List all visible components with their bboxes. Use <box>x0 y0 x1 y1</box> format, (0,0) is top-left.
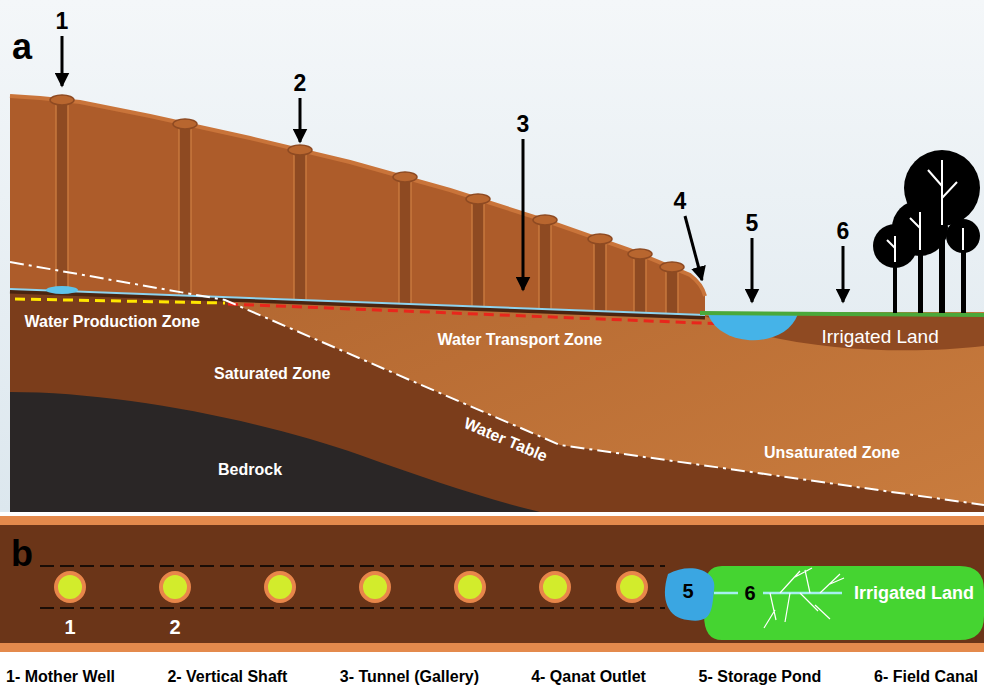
vertical-shaft <box>179 126 191 297</box>
shaft-mound <box>466 194 490 204</box>
shaft-mound <box>393 172 417 182</box>
callout-number: 4 <box>674 188 687 214</box>
shaft-mound <box>628 249 652 259</box>
shaft-opening <box>266 573 294 601</box>
shaft-opening <box>161 573 189 601</box>
callout-number: 1 <box>65 616 76 639</box>
mother-well-water <box>46 286 78 294</box>
callout-arrow <box>522 139 525 290</box>
vertical-shafts <box>50 95 684 315</box>
vertical-shaft <box>294 152 306 301</box>
callout-number: 3 <box>517 111 530 137</box>
zone-label: Irrigated Land <box>822 326 939 348</box>
callout-arrow <box>751 238 754 302</box>
callout-number: 5 <box>683 580 694 603</box>
vertical-shaft <box>399 179 411 305</box>
tree-branches <box>887 160 963 262</box>
storage-pond <box>708 314 798 340</box>
shaft-openings <box>56 573 646 601</box>
water-table-line <box>10 262 984 505</box>
legend-item: 4- Qanat Outlet <box>531 668 646 686</box>
shaft-mound <box>588 234 612 244</box>
callout-number: 1 <box>56 8 69 34</box>
field-ditches <box>764 568 844 628</box>
vertical-shaft <box>634 256 646 314</box>
zone-label: Irrigated Land <box>854 583 974 604</box>
vertical-shaft <box>539 222 551 310</box>
plan-ground <box>0 525 984 643</box>
panel-letter: b <box>11 533 33 574</box>
legend-item: 5- Storage Pond <box>699 668 822 686</box>
irrigated-field <box>704 566 984 640</box>
zone-label: Unsaturated Zone <box>764 444 900 462</box>
plan-border <box>0 516 984 652</box>
overburden-soil <box>10 96 705 316</box>
unsaturated-zone <box>10 96 984 512</box>
zone-label: Saturated Zone <box>214 365 330 383</box>
callout-arrows <box>62 36 843 302</box>
shaft-mound <box>50 95 74 105</box>
tunnel-edge <box>40 607 665 609</box>
transport-zone-line <box>228 304 725 324</box>
panel-letter: a <box>12 26 32 67</box>
callout-arrow <box>299 98 302 142</box>
sky <box>0 0 984 512</box>
shaft-mound <box>173 119 197 129</box>
field-canal <box>714 592 842 595</box>
tunnel-edge <box>40 565 665 567</box>
zone-label: Water Transport Zone <box>438 331 603 349</box>
shaft-opening <box>618 573 646 601</box>
callout-number: 5 <box>746 210 759 236</box>
storage-pond-plan <box>665 568 714 620</box>
vertical-shaft <box>666 269 678 315</box>
zone-label: Water Production Zone <box>25 313 200 331</box>
shaft-mound <box>533 215 557 225</box>
callout-number: 6 <box>743 582 758 605</box>
shaft-opening <box>361 573 389 601</box>
irrigated-land <box>705 314 984 350</box>
legend-item: 3- Tunnel (Gallery) <box>340 668 479 686</box>
trees <box>873 150 980 313</box>
production-zone-line <box>15 299 225 303</box>
shaft-opening <box>56 573 84 601</box>
callout-arrow <box>842 246 845 302</box>
callout-number: 2 <box>294 70 307 96</box>
vertical-shaft <box>472 201 484 308</box>
callout-arrow <box>61 36 64 86</box>
callout-arrow <box>685 216 702 280</box>
legend-item: 2- Vertical Shaft <box>167 668 287 686</box>
zone-label: Bedrock <box>218 461 282 479</box>
shaft-opening <box>456 573 484 601</box>
callout-number: 6 <box>837 218 850 244</box>
water-table-label: Water Table <box>460 414 549 466</box>
bedrock <box>10 392 540 512</box>
tunnel-water <box>10 289 705 315</box>
vertical-shaft <box>594 241 606 312</box>
legend-item: 1- Mother Well <box>6 668 115 686</box>
mother-well <box>56 102 68 292</box>
grass-strip <box>700 313 984 315</box>
shaft-opening <box>541 573 569 601</box>
shaft-mound <box>660 262 684 272</box>
legend-item: 6- Field Canal <box>874 668 978 686</box>
callout-number: 2 <box>170 616 181 639</box>
shaft-mound <box>288 145 312 155</box>
page-ground <box>0 512 984 690</box>
